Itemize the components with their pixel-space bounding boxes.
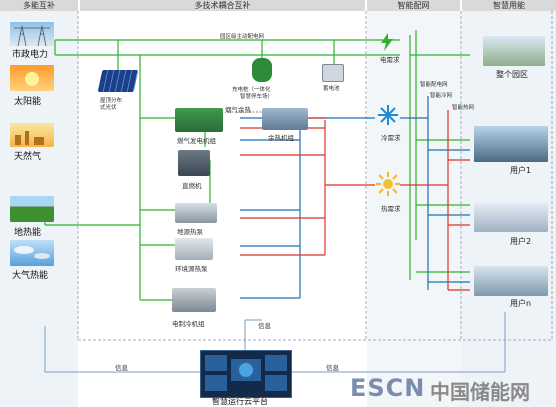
gas-icon [10,123,54,147]
load-label-park: 整个园区 [496,70,528,79]
cold-demand-icon [377,104,399,126]
park-image [483,36,545,66]
geothermal-icon [10,196,54,222]
pv-label-2: 式光伏 [100,105,117,111]
demand-heat-label: 热需求 [381,205,401,213]
gas-generator-icon [175,108,223,132]
header-multi-tech: 多技术耦合互补 [80,0,365,11]
top-line-label: 园区级主动配电网 [220,34,265,40]
demand-electric-label: 电需求 [380,56,400,64]
grid-column-bg [367,11,462,407]
equip-label-ground: 地源热泵 [177,228,203,236]
user2-image [474,202,548,232]
source-label-power: 市政电力 [12,50,49,60]
user1-image [474,126,548,162]
battery-icon [322,64,344,82]
electric-chiller-icon [172,288,216,312]
pv-panel-icon [97,70,139,92]
battery-label: 蓄电池 [323,86,340,92]
watermark-cn: 中国储能网 [430,380,530,404]
grid-label-heat: 智能热网 [452,105,475,111]
watermark-en: ESCN [350,374,426,402]
equip-label-ambient: 环境源热泵 [175,265,208,273]
load-label-user1: 用户1 [510,166,532,175]
sun-icon [10,65,54,91]
cloud-platform-label: 智慧运行云平台 [212,397,268,406]
info-label-right: 信息 [326,364,339,372]
grid-label-power: 智能配电网 [420,82,448,88]
usern-image [474,266,548,296]
ground-source-hp-icon [175,203,217,223]
charging-pile-icon [252,58,272,82]
demand-cold-label: 冷需求 [381,134,401,142]
info-label-left: 信息 [115,364,128,372]
load-label-user2: 用户2 [510,237,532,246]
equip-label-chiller: 电制冷机组 [172,320,205,328]
header-smart-grid: 智能配网 [367,0,460,11]
smoke-label: 烟气余热 [225,106,251,114]
waste-heat-unit-icon [262,108,308,130]
air-energy-icon [10,240,54,266]
equip-label-gas-gen: 燃气发电机组 [177,137,216,145]
equip-label-direct: 直燃机 [182,182,202,190]
equip-label-waste-heat: 余热机组 [268,134,294,142]
source-label-gas: 天然气 [14,152,42,162]
charge-label-1: 充电桩（一体化 [232,87,271,93]
source-label-solar: 太阳能 [14,97,42,107]
info-label-mid: 信息 [258,322,271,330]
source-label-air: 大气热能 [12,271,49,281]
pv-label-1: 屋顶分布 [100,98,123,104]
grid-label-cold: 智能冷网 [430,93,453,99]
cloud-platform-screen [200,350,292,398]
ambient-hp-icon [175,238,213,260]
source-label-geothermal: 地热能 [14,228,42,238]
header-smart-use: 智慧用能 [462,0,556,11]
power-tower-icon [10,22,54,46]
heat-demand-icon [376,172,400,196]
electric-demand-icon [379,33,395,51]
load-label-usern: 用户n [510,299,532,308]
header-sources: 多能互补 [0,0,78,11]
charge-label-2: 智慧停车场） [240,94,274,100]
direct-fired-icon [178,150,210,176]
